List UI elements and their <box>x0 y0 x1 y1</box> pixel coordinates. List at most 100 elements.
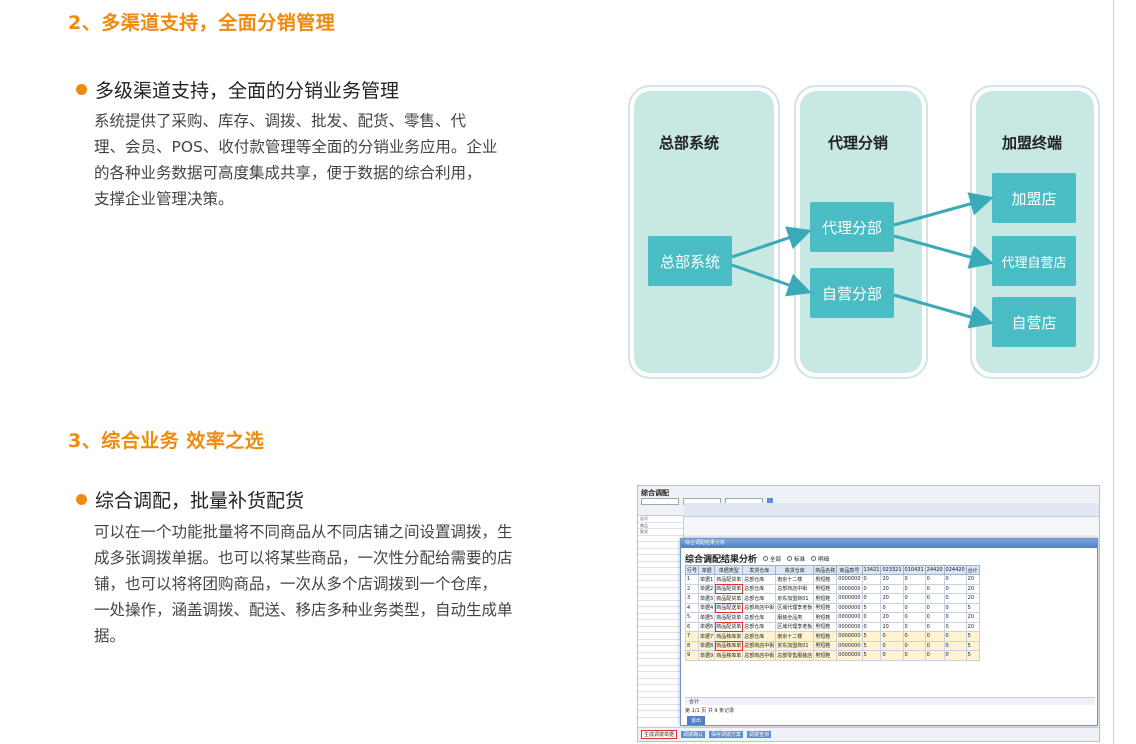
generate-transfer-button[interactable]: 生成调拨单据 <box>641 730 678 739</box>
table-cell: 0 <box>943 631 967 642</box>
dialog-heading: 综合调配结果分析 全部 标准 明细 <box>685 552 829 565</box>
column-title-hq: 总部系统 <box>659 134 720 152</box>
option-detail[interactable]: 明细 <box>811 555 829 563</box>
table-cell: 服装全品类 <box>775 612 815 623</box>
table-cell: 单据2 <box>698 583 716 594</box>
paragraph-line: 铺，也可以将将团购商品，一次从多个店调拨到一个仓库， <box>94 575 498 593</box>
section-2-bullet-heading: 多级渠道支持，全面的分销业务管理 <box>76 76 399 103</box>
table-cell: 商品移库单 <box>714 631 744 642</box>
table-cell: 男短鞋 <box>813 593 838 604</box>
table-cell: 0 <box>924 640 945 651</box>
table-cell: 总部仓库 <box>742 631 777 642</box>
table-cell: 0 <box>943 593 967 604</box>
table-cell: 单据5 <box>698 612 716 623</box>
table-cell: 京东加盟商01 <box>775 593 815 604</box>
table-cell: 0 <box>943 621 967 632</box>
bg-grid-label: 款式 <box>638 529 683 536</box>
option-all[interactable]: 全部 <box>763 555 781 563</box>
query-transfer-button[interactable]: 调拨查询 <box>747 731 772 738</box>
table-cell: 20 <box>880 593 904 604</box>
table-cell: 单据4 <box>698 602 716 613</box>
table-cell: 0 <box>924 650 945 661</box>
filter-button <box>767 498 773 505</box>
table-cell: 男短鞋 <box>813 574 838 585</box>
table-cell: 1 <box>684 574 700 585</box>
table-cell: 总部商店中街 <box>742 602 777 613</box>
table-cell: 商品配送单 <box>714 602 744 613</box>
background-grid-header <box>684 503 1099 517</box>
table-cell: 0000000 <box>836 650 863 661</box>
table-cell: 5 <box>861 640 882 651</box>
panel-hq <box>628 85 780 379</box>
table-cell: 0000000 <box>836 583 863 594</box>
table-cell: 总部仓库 <box>742 593 777 604</box>
table-header-cell: 行号 <box>684 565 700 575</box>
section-3-title: 3、综合业务 效率之选 <box>68 430 265 452</box>
table-cell: 0 <box>924 593 945 604</box>
option-label: 明细 <box>818 556 830 563</box>
table-cell: 男短鞋 <box>813 621 838 632</box>
table-cell: 0 <box>902 650 926 661</box>
table-cell: 0 <box>880 640 904 651</box>
section-2-bullet-text: 多级渠道支持，全面的分销业务管理 <box>95 80 400 102</box>
table-cell: 南京十二楼 <box>775 631 815 642</box>
table-cell: 0000000 <box>836 593 863 604</box>
table-header-cell: 合计 <box>965 565 980 575</box>
bg-grid-label: 商品 <box>638 523 683 529</box>
table-cell: 单据6 <box>698 621 716 632</box>
paragraph-line: 成多张调拨单据。也可以将某些商品，一次性分配给需要的店 <box>94 549 513 567</box>
table-cell: 20 <box>880 621 904 632</box>
bg-grid-label: 店号 <box>638 516 683 523</box>
table-cell: 0000000 <box>836 631 863 642</box>
table-cell: 0000000 <box>836 602 863 613</box>
table-cell: 男短鞋 <box>813 631 838 642</box>
arrow-hq-to-agency <box>731 226 812 259</box>
node-direct-branch: 自营分部 <box>810 268 894 318</box>
table-header-cell: 010431 <box>902 565 926 575</box>
page-right-border <box>1113 0 1114 744</box>
dialog-title: 综合调配结果分析 <box>685 555 758 565</box>
section-2-paragraph: 系统提供了采购、库存、调拨、批发、配货、零售、代 理、会员、POS、收付款管理等… <box>94 108 497 212</box>
exit-button[interactable]: 退出 <box>687 716 706 725</box>
table-cell: 总部商店中街 <box>742 650 777 661</box>
table-cell: 0 <box>943 612 967 623</box>
table-cell: 总部零售服装店 <box>775 650 815 661</box>
section-2-title: 2、多渠道支持，全面分销管理 <box>68 12 336 34</box>
background-grid: 店号 商品 款式 <box>638 516 684 726</box>
option-standard[interactable]: 标准 <box>787 555 805 563</box>
node-hq-system: 总部系统 <box>648 236 732 286</box>
table-header-cell: 13421 <box>861 565 882 575</box>
table-cell: 0 <box>880 631 904 642</box>
table-cell: 0 <box>924 574 945 585</box>
section-3-bullet-heading: 综合调配，批量补货配货 <box>76 486 304 513</box>
arrow-agency-to-agency-store <box>893 234 994 269</box>
table-cell: 0 <box>902 593 926 604</box>
confirm-transfer-button[interactable]: 调拨确认 <box>681 731 706 738</box>
save-plan-button[interactable]: 保存调拨方案 <box>709 731 744 738</box>
table-cell: 区域代理李老板 <box>775 621 815 632</box>
table-header-cell: 024420 <box>943 565 967 575</box>
table-cell: 总部仓库 <box>742 574 777 585</box>
table-header-cell: 商品款号 <box>836 565 863 575</box>
arrow-direct-to-direct-store <box>893 293 994 329</box>
table-cell: 0 <box>924 602 945 613</box>
screenshot-bottom-bar: 生成调拨单据 调拨确认 保存调拨方案 调拨查询 <box>638 727 1099 741</box>
table-cell: 0 <box>880 650 904 661</box>
table-cell: 0 <box>861 593 882 604</box>
dialog-title-bar: 综合调配结果分析 <box>681 539 1097 548</box>
table-cell: 9 <box>684 650 700 661</box>
table-cell: 0 <box>924 612 945 623</box>
column-title-franchise: 加盟终端 <box>1002 134 1063 152</box>
table-cell: 0 <box>902 640 926 651</box>
